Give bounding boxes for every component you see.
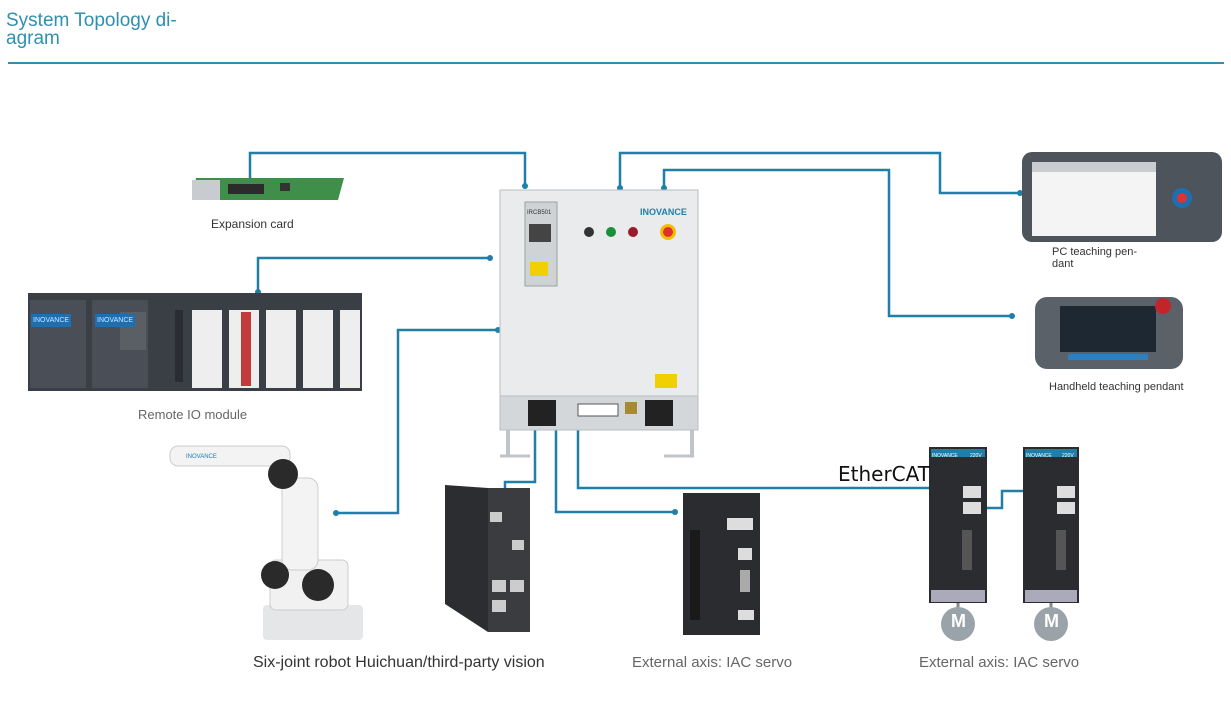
servo-drive-1-image	[683, 493, 760, 635]
label-remote-io: Remote IO module	[138, 407, 248, 422]
vision-controller-image	[445, 485, 530, 632]
cabinet-brand-logo: INOVANCE	[640, 207, 687, 217]
cabinet-model-text: IRCB501	[527, 210, 552, 216]
label-ethercat: EtherCAT	[838, 462, 930, 486]
servo-2-brand: INOVANCE	[932, 453, 958, 459]
servo-drive-3-image	[1023, 447, 1079, 603]
motor-1-label: M	[951, 611, 966, 631]
robot-brand-logo: INOVANCE	[186, 454, 217, 460]
label-external-axis-2: External axis: IAC servo	[919, 654, 1080, 671]
link-expansion-card	[248, 151, 527, 186]
link-handheld-pendant	[662, 168, 1012, 318]
motor-2-label: M	[1044, 611, 1059, 631]
servo-2-voltage: 220V	[970, 453, 982, 459]
handheld-pendant-image	[1035, 297, 1183, 369]
page-title: System Topology di-agram	[6, 10, 177, 49]
robot-image	[169, 445, 363, 640]
label-handheld-pendant: Handheld teaching pendant	[1049, 381, 1184, 393]
label-external-axis-1: External axis: IAC servo	[632, 654, 793, 671]
label-pc-pendant: PC teaching pen-dant	[1052, 246, 1137, 270]
link-pc-pendant	[618, 151, 1020, 195]
servo-drive-2-image	[929, 447, 987, 603]
label-robot-vision: Six-joint robot Huichuan/third-party vis…	[253, 654, 545, 671]
servo-3-voltage: 220V	[1062, 453, 1074, 459]
motor-1-icon	[941, 607, 975, 641]
title-divider	[8, 62, 1224, 64]
servo-3-brand: INOVANCE	[1026, 453, 1052, 459]
remote-io-image	[28, 293, 362, 391]
link-robot	[336, 328, 498, 515]
remote-io-brand-logo-2: INOVANCE	[95, 314, 136, 327]
control-cabinet-image	[499, 189, 699, 458]
label-expansion-card: Expansion card	[211, 217, 294, 231]
link-servo-1	[554, 425, 675, 514]
link-remote-io	[256, 256, 490, 292]
remote-io-brand-logo: INOVANCE	[31, 314, 72, 327]
link-ethercat	[576, 425, 935, 490]
expansion-card-image	[192, 178, 344, 200]
motor-2-icon	[1034, 607, 1068, 641]
pc-teaching-pendant-image	[1022, 152, 1222, 242]
